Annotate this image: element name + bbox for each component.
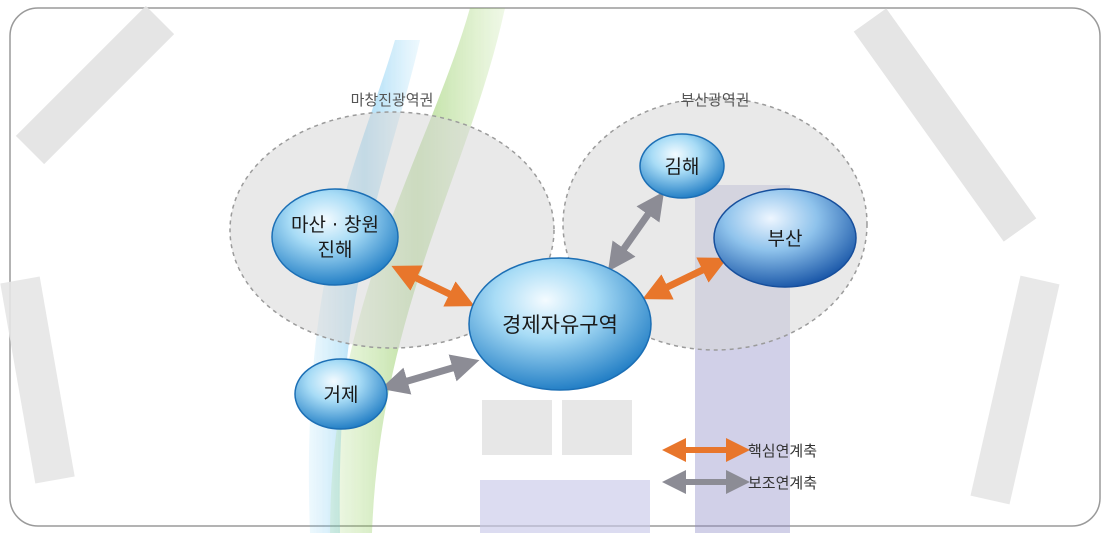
legend: 핵심연계축 보조연계축 xyxy=(662,438,817,494)
watermark-arc-text-right xyxy=(853,8,1037,242)
node-gimhae: 김해 xyxy=(639,133,725,199)
node-geoje-label: 거제 xyxy=(324,384,359,406)
node-geoje: 거제 xyxy=(294,358,388,430)
node-masan-label-line1: 마산 · 창원 xyxy=(291,214,379,236)
watermark-emblem-2 xyxy=(562,400,632,455)
watermark-arc-text-left xyxy=(15,5,175,165)
watermark-jeju-wordmark xyxy=(480,480,650,533)
legend-core-label: 핵심연계축 xyxy=(748,442,817,460)
node-busan: 부산 xyxy=(713,188,857,288)
node-fez-bubble xyxy=(468,257,652,391)
sub-link-geoje-fez xyxy=(380,354,480,395)
node-geoje-bubble xyxy=(294,358,388,430)
node-masan-label-line2: 진해 xyxy=(318,239,353,261)
node-busan-bubble xyxy=(713,188,857,288)
node-masan-bubble xyxy=(271,188,399,286)
region-masan-changwon-label: 마창진광역권 xyxy=(351,91,434,109)
watermark-arc-text-left-lower xyxy=(0,276,75,484)
watermark-arc-text-right-lower xyxy=(970,275,1060,505)
watermark-emblem xyxy=(482,400,552,455)
node-gimhae-bubble xyxy=(639,133,725,199)
node-gimhae-label: 김해 xyxy=(665,156,700,178)
node-busan-label: 부산 xyxy=(768,228,803,250)
core-link-fez-busan xyxy=(642,257,728,300)
core-link-masan-fez xyxy=(391,265,475,307)
node-fez-label: 경제자유구역 xyxy=(502,313,618,337)
sub-link-fez-gimhae xyxy=(607,191,665,272)
node-masan-changwon-jinhae: 마산 · 창원 진해 xyxy=(271,188,399,286)
legend-sub-label: 보조연계축 xyxy=(748,474,817,492)
node-fez: 경제자유구역 xyxy=(468,257,652,391)
region-busan-label: 부산광역권 xyxy=(680,91,749,109)
